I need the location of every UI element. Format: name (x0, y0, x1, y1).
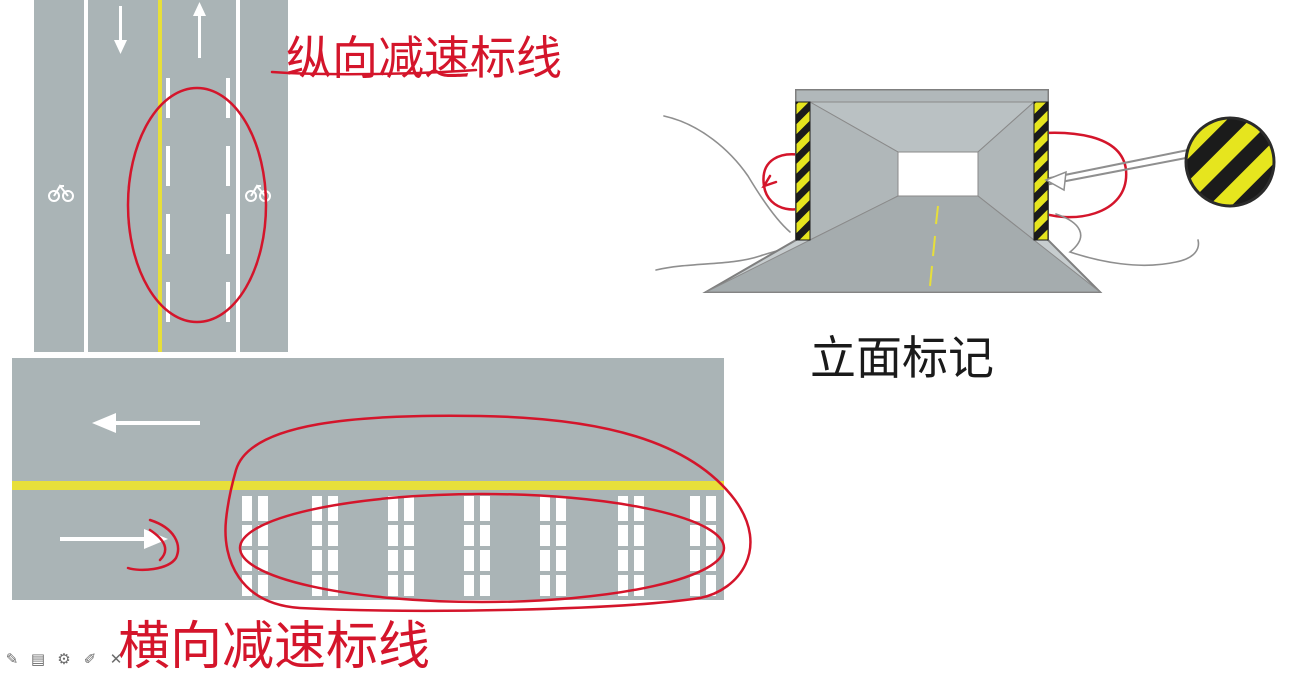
pen-icon[interactable]: ✎ (5, 650, 19, 668)
annotation-toolbar: ✎ ▤ ⚙ ✐ ✕ (0, 648, 182, 670)
underline-stroke (270, 68, 478, 76)
down-arrow-icon (114, 6, 127, 54)
vertical-road (30, 0, 292, 352)
right-facade-marking (1033, 101, 1049, 241)
facade-marking-label: 立面标记 (810, 331, 994, 385)
save-icon[interactable]: ▤ (30, 650, 46, 668)
transverse-deceleration-label: 横向减速标线 (118, 617, 431, 677)
bicycle-icon (48, 184, 74, 202)
arrow-scribble (126, 518, 180, 572)
tunnel-facade-diagram (655, 89, 1276, 293)
horizontal-road (12, 352, 724, 606)
close-icon[interactable]: ✕ (109, 650, 123, 668)
longitudinal-deceleration-label: 纵向减速标线 (286, 31, 562, 85)
left-arrow-icon (92, 413, 200, 433)
transverse-inner-ellipse (238, 492, 726, 604)
annotation-strokes (126, 68, 1128, 612)
pointer-arrow-icon (1044, 170, 1067, 192)
up-arrow-icon (193, 2, 206, 58)
transverse-outer-loop (224, 414, 752, 612)
hazard-sign-icon (1184, 116, 1276, 208)
eraser-icon[interactable]: ✐ (83, 650, 97, 668)
settings-icon[interactable]: ⚙ (57, 650, 71, 668)
right-arrow-icon (60, 529, 168, 549)
longitudinal-circle (126, 86, 268, 324)
left-facade-marking (795, 101, 811, 241)
